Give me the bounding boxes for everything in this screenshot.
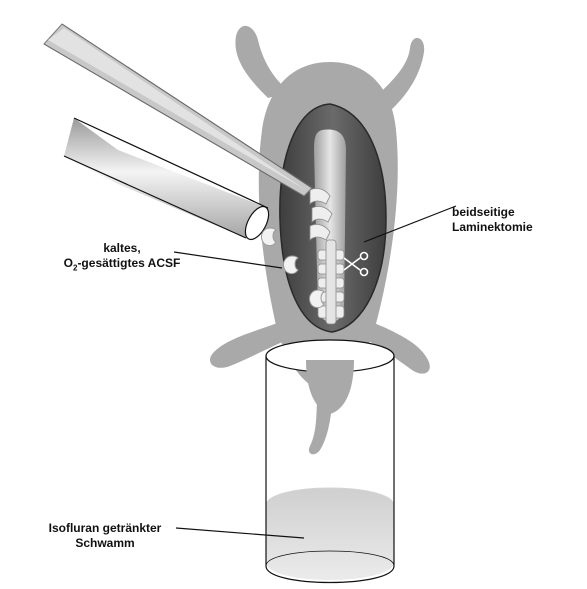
sponge-label-line2: Schwamm <box>10 536 200 551</box>
isoflurane-cylinder <box>266 340 394 583</box>
acsf-label-o: O <box>64 256 73 270</box>
laminectomy-label-line2: Laminektomie <box>452 220 533 235</box>
acsf-label-suffix: -gesättigtes ACSF <box>77 256 180 270</box>
laminectomy-label-line1: beidseitige <box>452 205 533 220</box>
laminectomy-label: beidseitige Laminektomie <box>452 205 533 235</box>
sponge-label: Isofluran getränkter Schwamm <box>10 521 200 551</box>
acsf-tube <box>64 118 273 243</box>
sponge-label-line1: Isofluran getränkter <box>10 521 200 536</box>
acsf-label-line2: O2-gesättigtes ACSF <box>42 256 202 275</box>
acsf-label-line1: kaltes, <box>42 241 202 256</box>
acsf-label: kaltes, O2-gesättigtes ACSF <box>42 241 202 275</box>
